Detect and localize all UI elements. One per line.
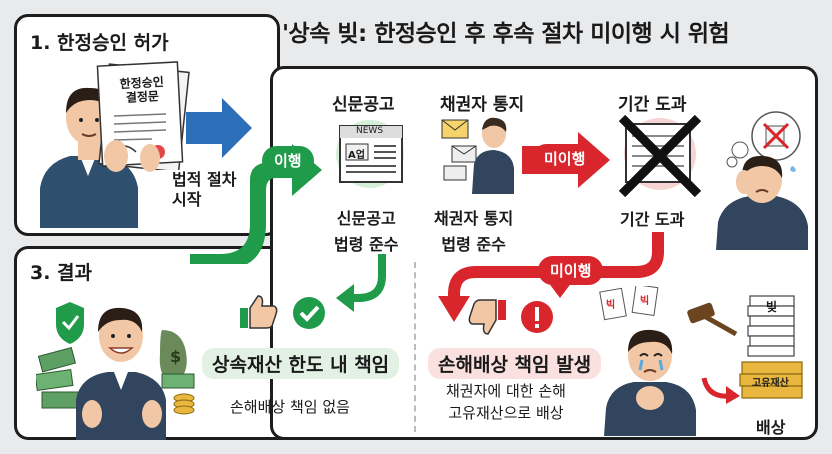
thumbs-up-icon [238,292,278,332]
debt-stack-illustration [736,292,812,412]
check-circle-icon [292,296,326,330]
hands-icon [102,138,162,178]
crossed-out-newspaper-icon [612,108,708,204]
green-result-arrow [332,254,392,318]
creditor-notice-illustration [438,112,518,194]
deadline-caption: 기간 도과 [620,210,685,229]
newspaper-box-label: A업 [348,150,365,161]
creditor-header: 채권자 통지 [440,95,525,115]
notice-caption: 신문공고 법령 준수 [334,209,399,254]
noncompliant-arrow-label-1: 미이행 [532,144,598,173]
noncompliant-arrow-label-2: 미이행 [538,256,604,285]
distressed-person-illustration [598,286,702,436]
document-title: 한정승인 결정문 [119,74,165,105]
worried-person-illustration [710,100,816,250]
payout-label: 배상 [756,418,786,437]
noncompliant-result-sub: 채권자에 대한 손해 고유재산으로 배상 [446,382,566,422]
deadline-header: 기간 도과 [618,95,687,115]
creditor-caption: 채권자 통지 법령 준수 [434,209,514,254]
thumbs-down-icon [468,298,508,340]
step1-heading: 1. 한정승인 허가 [30,32,169,54]
money-stack-label: 고유재산 [752,378,789,389]
blue-arrow-icon [186,98,254,158]
notice-header: 신문공고 [332,95,395,115]
newspaper-icon [334,120,406,188]
doc-tag-2: 빅 [640,296,650,307]
red-curved-arrow [700,372,744,408]
happy-person-with-money-illustration: $ [36,290,206,440]
alert-icon [520,300,554,334]
step3-heading: 3. 결과 [30,262,93,284]
divider [414,262,416,432]
doc-tag-1: 빅 [606,300,616,311]
start-label: 법적 절차 시작 [172,170,237,209]
newspaper-masthead: NEWS [356,126,384,136]
debt-stack-label: 빚 [766,300,778,314]
gavel-icon [684,300,744,350]
noncompliant-result-title: 손해배상 책임 발생 [428,348,602,379]
page-title: '상속 빚: 한정승인 후 후속 절차 미이행 시 위험 [282,21,730,47]
compliant-result-title: 상속재산 한도 내 책임 [202,348,400,379]
svg-text:$: $ [170,347,181,366]
compliant-arrow-label: 이행 [262,146,314,175]
compliant-result-sub: 손해배상 책임 없음 [230,398,350,416]
